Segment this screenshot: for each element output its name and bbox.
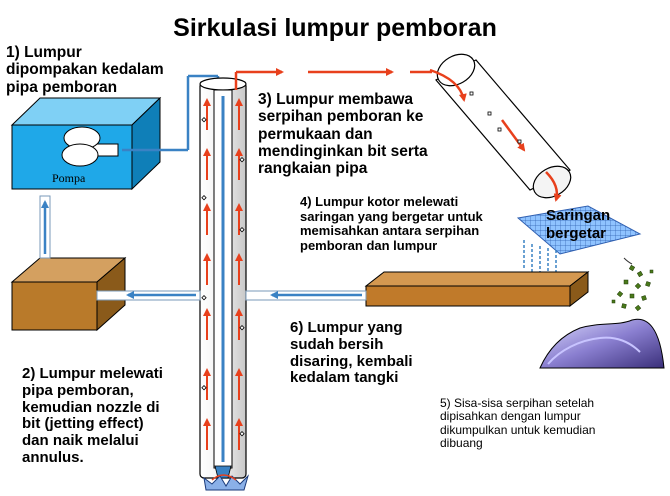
shale-shaker-screen xyxy=(516,205,642,255)
diagram-title: Sirkulasi lumpur pemboran xyxy=(173,14,497,42)
step-1-label: 1) Lumpur dipompakan kedalam pipa pembor… xyxy=(6,44,164,96)
step-5-label: 5) Sisa-sisa serpihan setelah dipisahkan… xyxy=(440,396,596,451)
annulus-cuttings xyxy=(201,117,245,437)
annulus-upflow-arrows xyxy=(203,98,243,450)
shaker-screen-label: Saringan bergetar xyxy=(546,207,611,242)
surface-return-flow xyxy=(234,68,432,90)
screen-drip-arrows xyxy=(523,240,557,272)
step-2-label: 2) Lumpur melewati pipa pemboran, kemudi… xyxy=(22,365,163,466)
step-3-label: 3) Lumpur membawa serpihan pemboran ke p… xyxy=(258,91,428,178)
suction-pipe xyxy=(39,195,51,259)
clean-mud-trough xyxy=(364,270,590,308)
pump xyxy=(10,96,162,191)
pump-label: Pompa xyxy=(52,171,86,185)
drill-pipe xyxy=(213,89,233,479)
step-4-label: 4) Lumpur kotor melewati saringan yang b… xyxy=(300,194,483,253)
flow-line-tube xyxy=(429,53,572,202)
cuttings-pile xyxy=(539,318,665,369)
falling-cuttings xyxy=(611,257,654,312)
step-6-label: 6) Lumpur yang sudah bersih disaring, ke… xyxy=(290,319,413,387)
drill-bit-jetting xyxy=(203,474,250,491)
clean-mud-return-flow xyxy=(96,290,367,301)
